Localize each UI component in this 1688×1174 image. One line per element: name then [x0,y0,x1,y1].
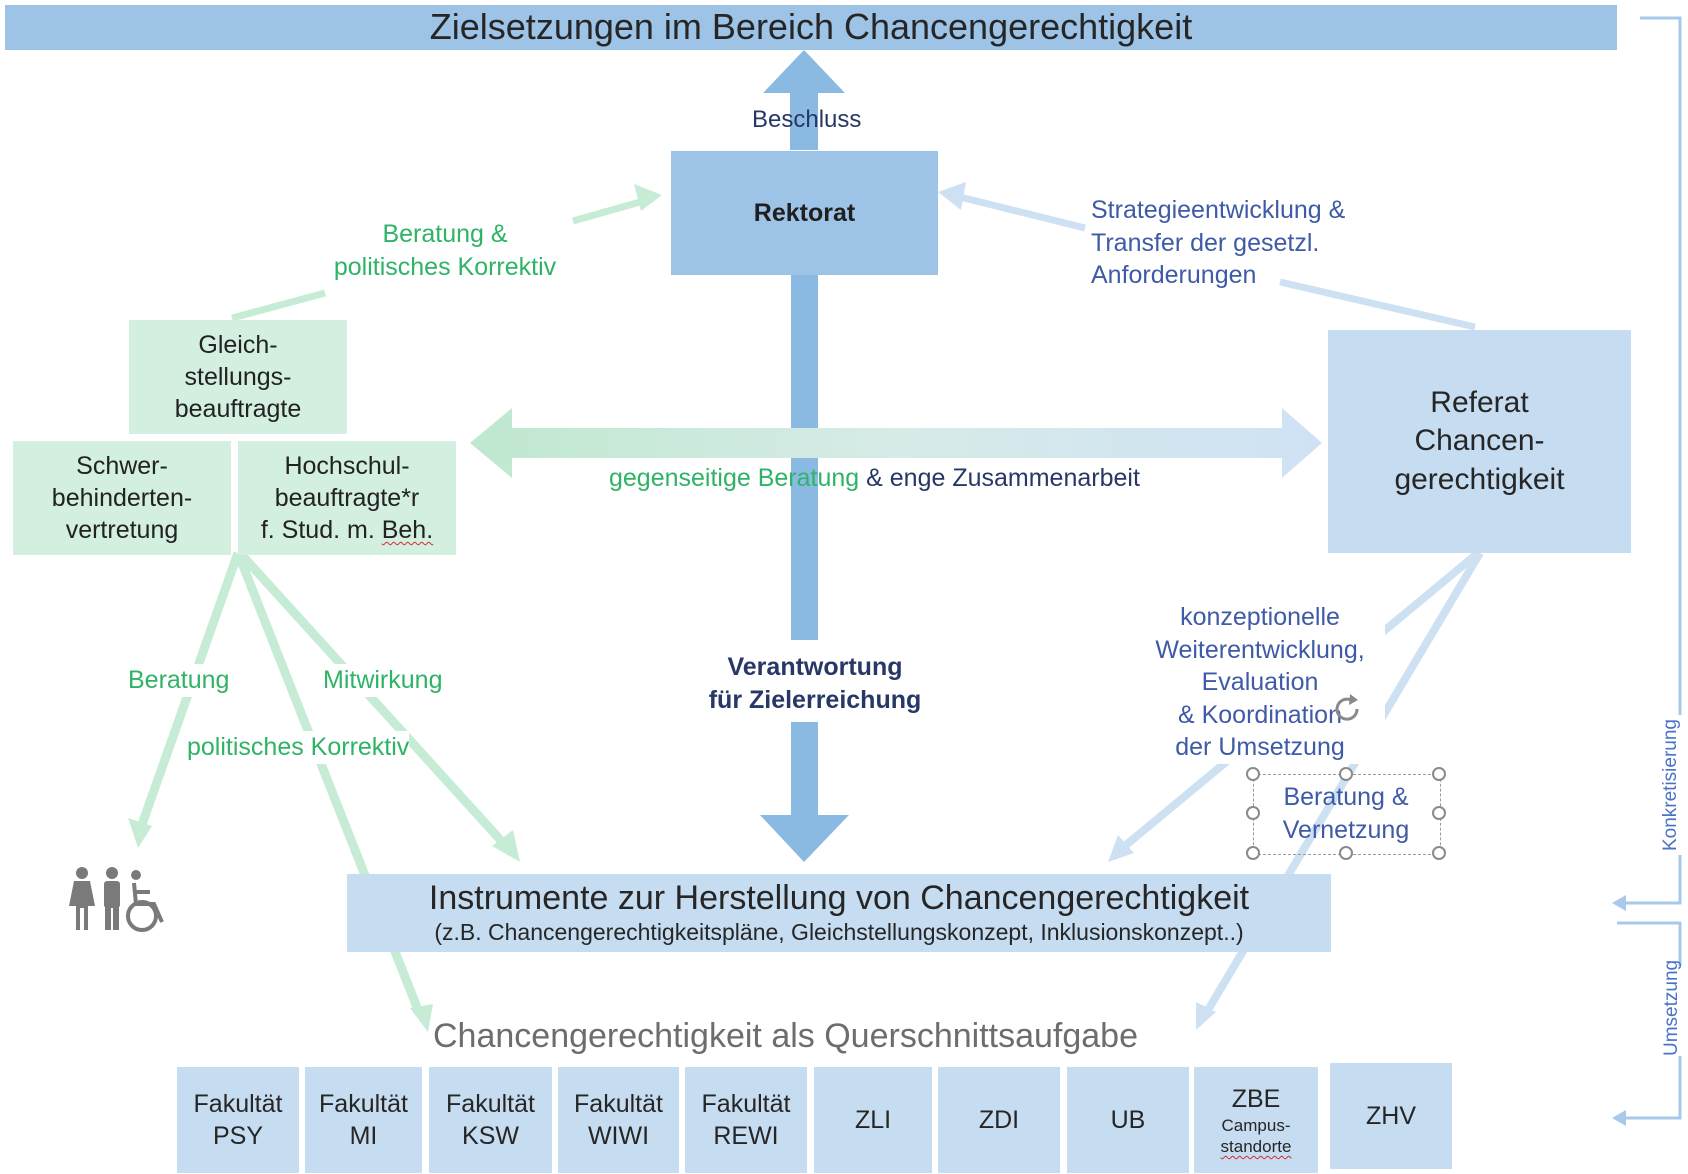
politisches-korrektiv-label: politisches Korrektiv [187,731,410,764]
resize-handle-br[interactable] [1432,846,1446,860]
verantwortung-arrow-lower [791,722,818,815]
strategie-arrowhead [938,182,966,210]
beschluss-arrow [763,50,845,150]
schwerbehinderten-box: Schwer- behinderten- vertretung [13,441,231,555]
hochschul-label-beh: Beh. [381,516,434,544]
people-icons [69,867,164,932]
beratung-arrowhead [128,818,152,848]
mutual-label-blue: & enge Zusammenarbeit [859,463,1140,492]
resize-handle-bl[interactable] [1246,846,1260,860]
korrektiv-arrowhead [410,1004,433,1032]
konkretisierung-bracket [1618,16,1682,905]
resize-handle-ml[interactable] [1246,806,1260,820]
unit-mi: Fakultät MI [305,1067,422,1173]
man-icon [104,867,120,930]
konkretisierung-arrowhead [1612,895,1626,911]
unit-label: Fakultät PSY [193,1090,283,1150]
unit-label: ZHV [1366,1102,1416,1130]
unit-label: Fakultät REWI [701,1090,791,1150]
gleichstellung-box: Gleich- stellungs- beauftragte [129,320,347,434]
unit-ksw: Fakultät KSW [429,1067,552,1173]
resize-handle-tc[interactable] [1339,767,1353,781]
referat-label: Referat Chancen- gerechtigkeit [1394,385,1565,496]
unit-zhv: ZHV [1330,1063,1452,1169]
mutual-label: gegenseitige Beratung & enge Zusammenarb… [609,429,1140,494]
unit-label: ZBE [1231,1084,1281,1113]
beratung-label: Beratung [128,664,230,697]
unit-sub-standorte: standorte [1220,1137,1292,1156]
umsetzung-label: Umsetzung [1661,959,1683,1056]
hochschul-label: Hochschul- beauftragte*r f. Stud. m. Beh… [261,450,433,546]
instrumente-box: Instrumente zur Herstellung von Chanceng… [347,874,1331,952]
gleichstellung-label: Gleich- stellungs- beauftragte [174,331,302,423]
referat-box: Referat Chancen- gerechtigkeit [1328,330,1631,553]
querschnitt-title: Chancengerechtigkeit als Querschnittsauf… [433,1017,1138,1055]
resize-handle-bc[interactable] [1339,846,1353,860]
beratung-korrektiv-arrow [231,289,326,322]
unit-label: Fakultät KSW [446,1090,535,1150]
mitwirkung-arrow [236,549,509,849]
resize-handle-tr[interactable] [1432,767,1446,781]
unit-sub-campus: Campus- [1221,1115,1291,1135]
resize-handle-mr[interactable] [1432,806,1446,820]
unit-label: ZLI [854,1106,892,1134]
mitwirkung-arrowhead [492,830,520,862]
strategie-label: Strategieentwicklung & Transfer der gese… [1091,196,1346,289]
schwerbehinderten-label: Schwer- behinderten- vertretung [51,452,193,544]
mitwirkung-label: Mitwirkung [323,664,443,697]
konzeptionelle-label: konzeptionelle Weiterentwicklung, Evalua… [1135,601,1385,764]
unit-psy: Fakultät PSY [177,1067,299,1173]
beratung-korrektiv-arrowhead [634,184,662,211]
unit-label: Fakultät MI [319,1090,408,1150]
wheelchair-icon [126,870,164,932]
unit-wiwi: Fakultät WIWI [558,1067,679,1173]
unit-ub: UB [1067,1067,1189,1173]
woman-icon [69,867,95,930]
verantwortung-label: Verantwortung für Zielerreichung [680,651,950,716]
instrumente-title: Instrumente zur Herstellung von Chanceng… [428,879,1250,917]
rektorat-label: Rektorat [753,199,856,227]
unit-label: UB [1110,1106,1146,1134]
unit-zdi: ZDI [938,1067,1060,1173]
unit-label: Fakultät WIWI [574,1090,663,1150]
unit-rewi: Fakultät REWI [685,1067,807,1173]
rotate-handle-icon[interactable] [1330,692,1364,726]
mutual-double-arrow [470,408,1322,478]
referat-querschnitt-arrowhead [1196,1002,1216,1030]
hochschul-box: Hochschul- beauftragte*r f. Stud. m. Beh… [238,441,456,555]
mutual-label-green: gegenseitige Beratung [609,463,860,492]
header-bar: Zielsetzungen im Bereich Chancengerechti… [5,5,1617,50]
beratung-vernetzung-label[interactable]: Beratung & Vernetzung [1282,783,1410,844]
unit-zli: ZLI [814,1067,932,1173]
header-title: Zielsetzungen im Bereich Chancengerechti… [429,6,1193,48]
hochschul-label-main: Hochschul- beauftragte*r f. Stud. m. [260,452,420,544]
konkretisierung-label: Konkretisierung [1660,715,1682,855]
beratung-korrektiv-label: Beratung & politisches Korrektiv [333,220,557,281]
strategie-arrow [1279,278,1476,331]
rektorat-box: Rektorat [671,151,938,275]
umsetzung-arrowhead [1612,1110,1626,1126]
beratung-korrektiv-arrow-2 [572,198,641,225]
referat-instrumente-arrowhead [1108,835,1134,862]
strategie-arrow-2 [959,193,1086,232]
unit-zbe: ZBE Campus- standorte [1194,1067,1318,1173]
beschluss-label: Beschluss [752,106,862,133]
verantwortung-arrow-head [760,815,849,862]
unit-label: ZDI [978,1106,1020,1134]
instrumente-subtitle: (z.B. Chancengerechtigkeitspläne, Gleich… [434,919,1244,945]
resize-handle-tl[interactable] [1246,767,1260,781]
